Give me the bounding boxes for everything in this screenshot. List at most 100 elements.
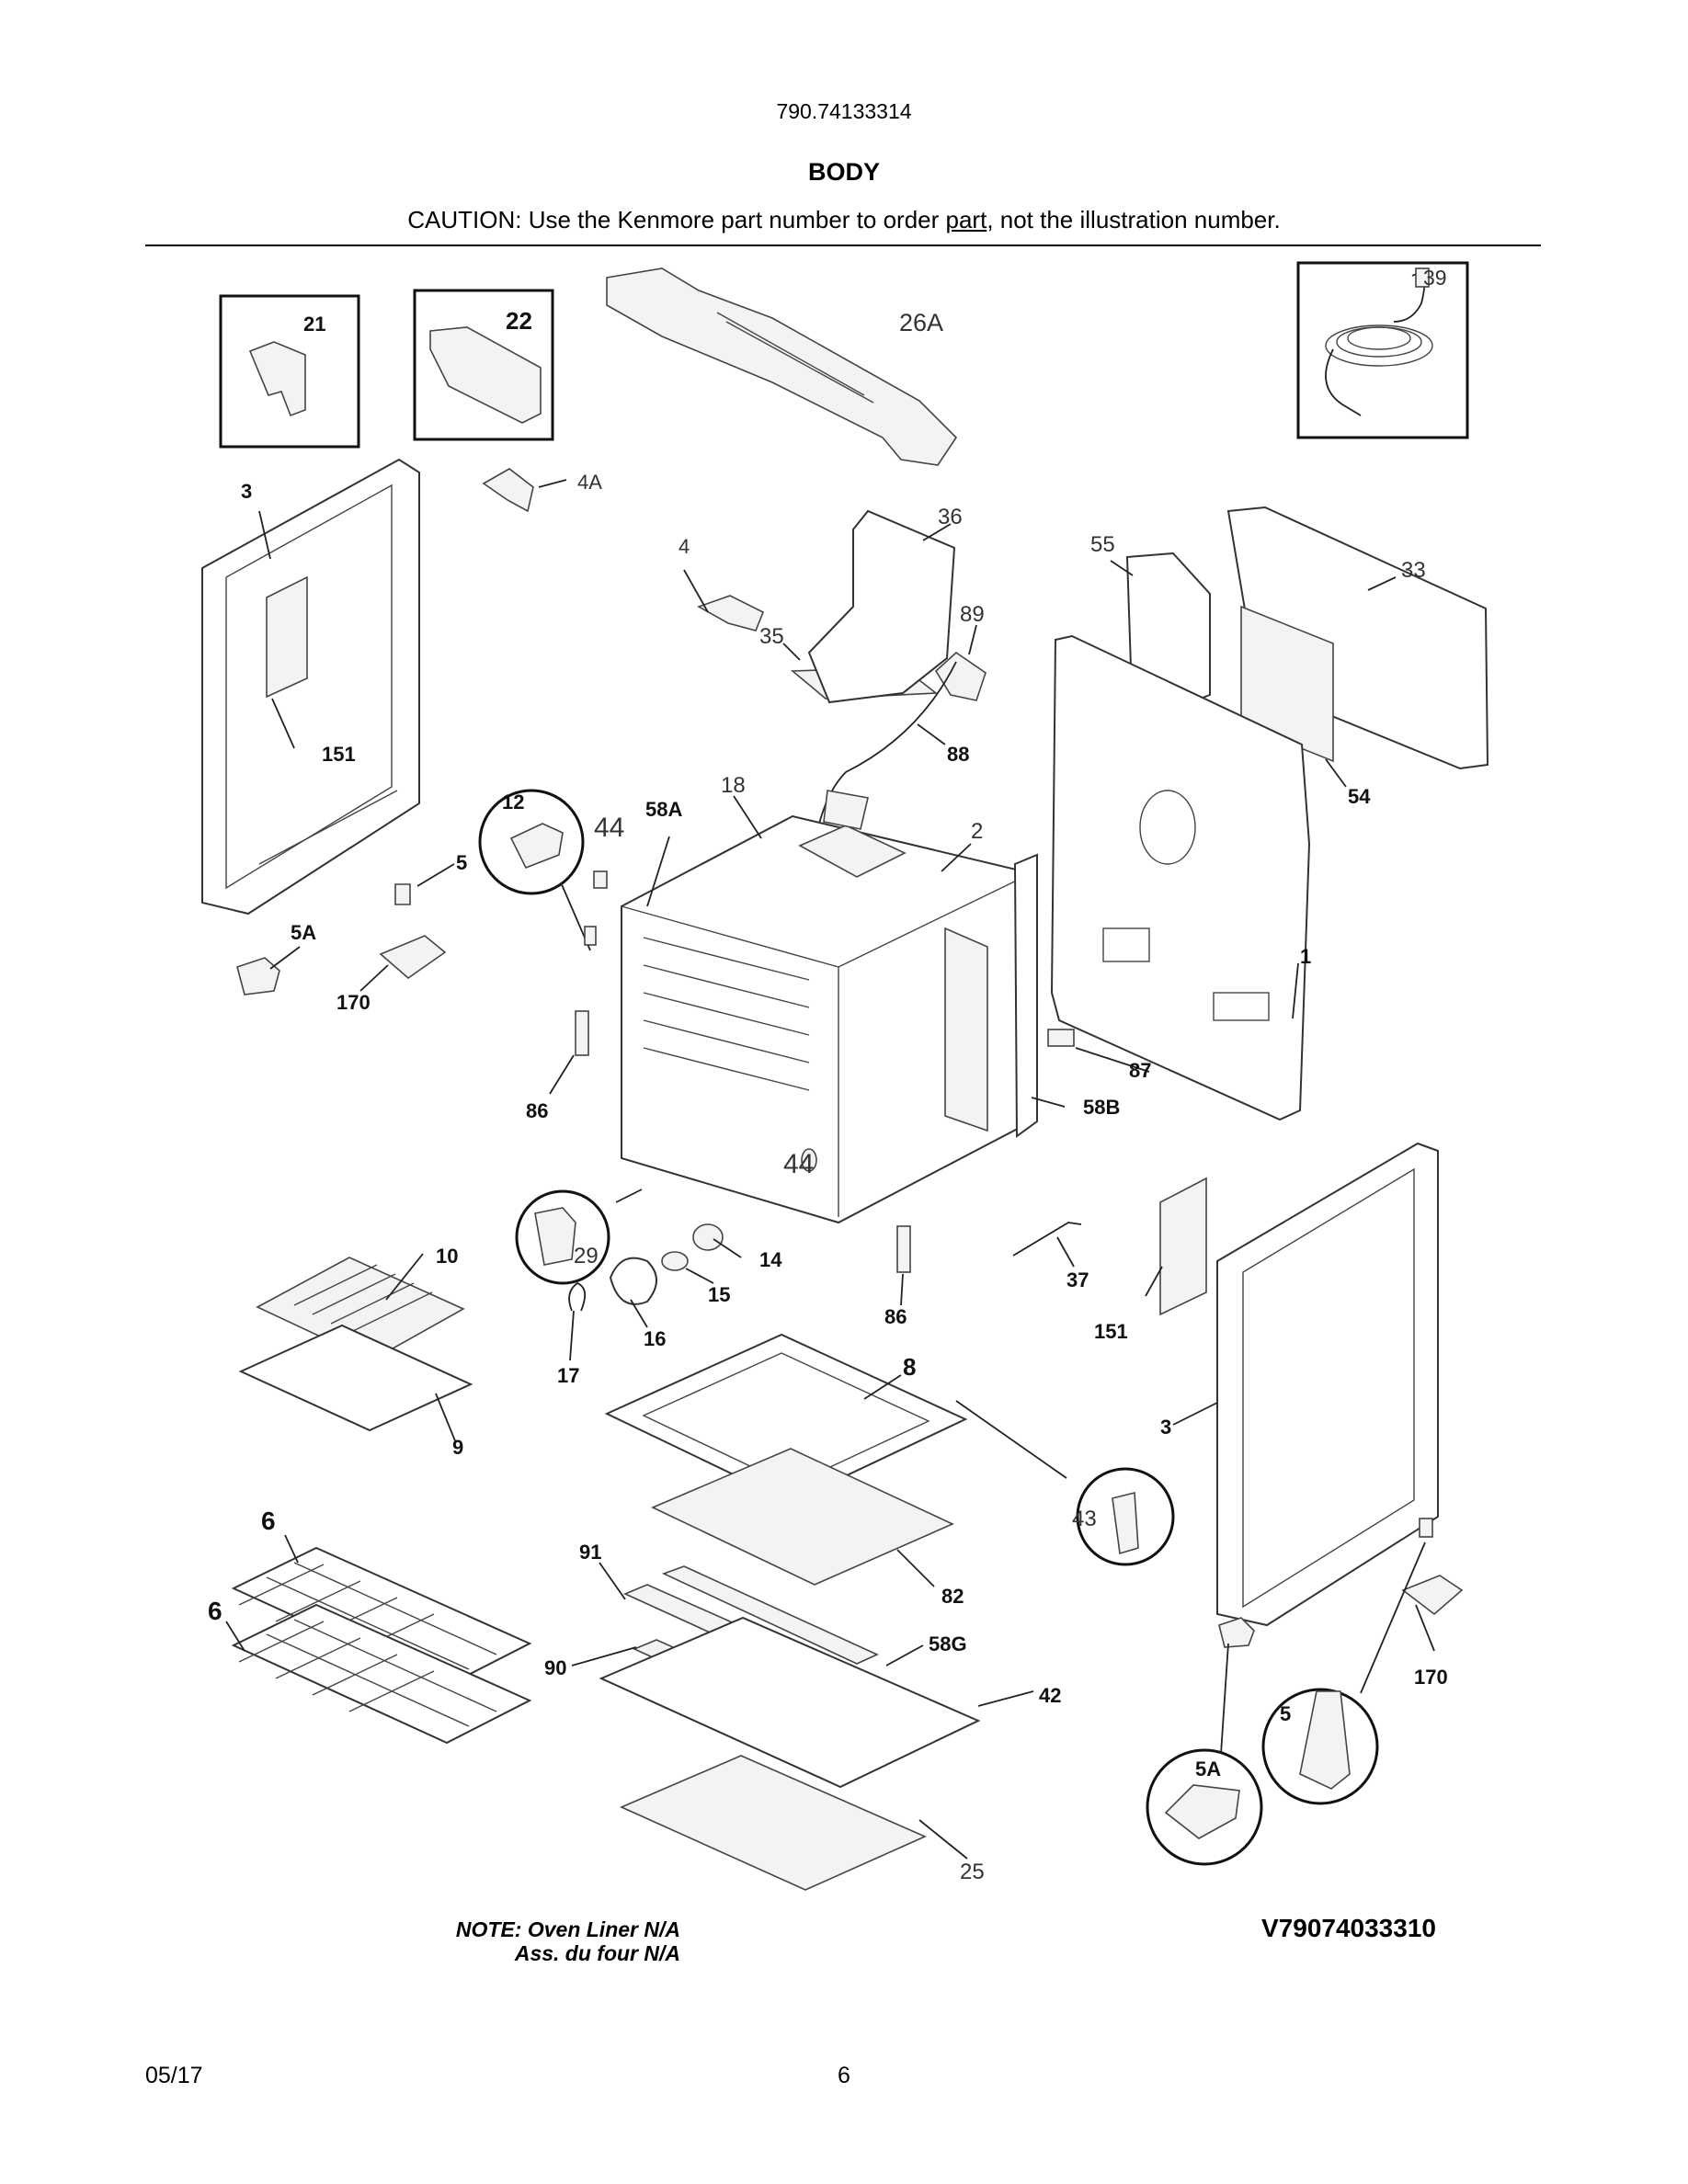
diagram-code: V79074033310	[1261, 1914, 1436, 1942]
callout-5b: 5	[1280, 1702, 1291, 1725]
part-1-back-panel[interactable]	[1050, 634, 1311, 1121]
part-43-screw[interactable]	[1112, 1491, 1139, 1555]
part-15-bulb[interactable]	[661, 1251, 689, 1271]
part-58G-insulation[interactable]	[661, 1565, 879, 1665]
part-58A-insulation[interactable]	[944, 927, 988, 1132]
part-87-block[interactable]	[1047, 1029, 1075, 1047]
part-44a-grommet[interactable]	[593, 870, 608, 889]
callout-4A: 4A	[577, 471, 602, 494]
callout-58G: 58G	[929, 1632, 967, 1655]
callout-151b: 151	[1094, 1320, 1128, 1343]
callout-21: 21	[303, 313, 325, 336]
part-36-vent-duct[interactable]	[807, 509, 956, 704]
inset-box-22	[413, 289, 554, 441]
callout-86a: 86	[526, 1099, 548, 1122]
callout-58B: 58B	[1083, 1096, 1120, 1119]
note-oven-liner-fr: Ass. du four N/A	[514, 1941, 680, 1965]
model-number: 790.74133314	[776, 99, 912, 123]
callout-3a: 3	[241, 480, 252, 503]
callout-26A: 26A	[899, 309, 943, 336]
part-21-bracket[interactable]	[248, 341, 306, 417]
part-89-sensor[interactable]	[934, 651, 987, 701]
part-2-bracket[interactable]	[798, 825, 907, 878]
inset-box-21	[219, 294, 360, 449]
part-4A-clip[interactable]	[482, 468, 534, 513]
callout-5Ab: 5A	[1195, 1757, 1221, 1780]
part-6b-oven-rack[interactable]	[231, 1603, 532, 1745]
caution-part-link[interactable]: part	[945, 206, 987, 233]
callout-44b: 44	[783, 1149, 814, 1179]
part-170a-clip[interactable]	[379, 935, 447, 980]
callout-88: 88	[947, 743, 969, 766]
oven-cavity-assembly[interactable]	[621, 790, 1038, 1224]
part-17-wire[interactable]	[568, 1281, 587, 1312]
part-25-bottom-cover[interactable]	[620, 1755, 927, 1891]
part-39-power-cord[interactable]	[1325, 267, 1433, 416]
callout-37: 37	[1066, 1268, 1089, 1291]
part-151b-bracket[interactable]	[1159, 1177, 1207, 1316]
footer-page-number: 6	[838, 2063, 850, 2088]
caution-suffix: , not the illustration number.	[987, 206, 1281, 233]
callout-22: 22	[506, 307, 532, 335]
callout-42: 42	[1039, 1684, 1061, 1707]
callout-3b: 3	[1160, 1416, 1171, 1439]
footer-date: 05/17	[145, 2063, 203, 2088]
callout-10: 10	[436, 1245, 458, 1268]
part-9-broiler-pan[interactable]	[238, 1324, 473, 1432]
callout-44a: 44	[594, 813, 624, 843]
part-5a-leveler[interactable]	[394, 883, 411, 905]
leader-lines	[225, 479, 1435, 1860]
part-8-bottom-panel[interactable]	[604, 1333, 968, 1504]
part-12-thermostat-probe[interactable]	[509, 823, 564, 870]
callout-89: 89	[960, 602, 985, 627]
callout-labels: 21 22 26A 39 3 4A 151 4 36 35 89 88 55 3…	[208, 266, 1448, 1884]
part-86a-bracket[interactable]	[575, 1010, 589, 1056]
callout-35: 35	[759, 624, 784, 649]
callout-6a: 6	[261, 1507, 276, 1535]
part-44a-screw[interactable]	[584, 926, 597, 946]
part-37-harness[interactable]	[1012, 1222, 1082, 1257]
part-82-plate[interactable]	[651, 1448, 954, 1586]
part-5b-leveler[interactable]	[1419, 1518, 1433, 1538]
callout-151a: 151	[322, 743, 356, 766]
callout-25: 25	[960, 1860, 985, 1884]
part-5b-leveler-detail[interactable]	[1299, 1690, 1351, 1790]
callout-8: 8	[903, 1353, 916, 1381]
part-54-cover[interactable]	[1240, 605, 1334, 763]
callout-5Aa: 5A	[291, 921, 316, 944]
callout-55: 55	[1090, 532, 1115, 557]
callout-90: 90	[544, 1656, 566, 1679]
callout-2: 2	[971, 819, 983, 844]
part-26A-cross-member[interactable]	[606, 267, 958, 466]
part-5Aa-leg-bracket[interactable]	[236, 957, 280, 995]
part-18-clip[interactable]	[823, 790, 869, 830]
part-58B-insulation[interactable]	[1013, 853, 1038, 1138]
part-5Ab-leg-bracket[interactable]	[1218, 1617, 1255, 1648]
part-3-right-side-panel[interactable]	[1216, 1142, 1439, 1627]
callout-82: 82	[941, 1585, 964, 1608]
callout-6b: 6	[208, 1597, 222, 1625]
part-44b-grommet[interactable]	[801, 1148, 817, 1172]
part-86b-bracket[interactable]	[896, 1225, 911, 1273]
inset-box-39	[1296, 261, 1469, 439]
part-4-clip[interactable]	[697, 595, 765, 631]
part-5Ab-bracket-detail[interactable]	[1164, 1784, 1240, 1839]
part-14-lamp-socket[interactable]	[692, 1223, 724, 1251]
callout-1: 1	[1300, 945, 1311, 968]
part-29-clip[interactable]	[534, 1207, 576, 1266]
callout-12: 12	[502, 791, 524, 813]
part-22-bracket[interactable]	[429, 326, 542, 424]
part-16-lens[interactable]	[609, 1257, 657, 1305]
callout-17: 17	[557, 1364, 579, 1387]
callout-14: 14	[759, 1248, 782, 1271]
callout-86b: 86	[884, 1305, 907, 1328]
callout-170b: 170	[1414, 1666, 1448, 1689]
part-42-drawer-chassis[interactable]	[599, 1616, 981, 1789]
callout-16: 16	[644, 1327, 666, 1350]
note-oven-liner: NOTE: Oven Liner N/A	[455, 1917, 680, 1941]
part-3-left-side-panel[interactable]	[201, 458, 420, 916]
callout-15: 15	[708, 1283, 730, 1306]
part-170b-clip[interactable]	[1401, 1575, 1464, 1616]
caution-prefix: CAUTION: Use the Kenmore part number to …	[407, 206, 946, 233]
